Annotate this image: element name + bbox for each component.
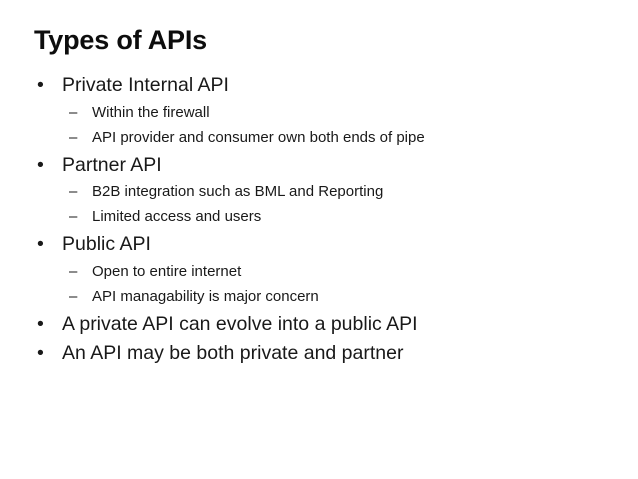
list-item: • Private Internal API bbox=[0, 72, 620, 100]
bullet-dot-icon: • bbox=[37, 342, 44, 364]
list-item: • A private API can evolve into a public… bbox=[0, 311, 620, 339]
list-item-label: An API may be both private and partner bbox=[62, 342, 404, 364]
bullet-group: • Public API – Open to entire internet –… bbox=[0, 231, 620, 309]
bullet-dot-icon: • bbox=[37, 233, 44, 255]
list-item: – API provider and consumer own both end… bbox=[0, 125, 620, 150]
bullet-dash-icon: – bbox=[69, 262, 78, 280]
bullet-group: • Private Internal API – Within the fire… bbox=[0, 72, 620, 150]
list-item: • Public API bbox=[0, 231, 620, 259]
list-item: • Partner API bbox=[0, 152, 620, 180]
list-item: – Open to entire internet bbox=[0, 259, 620, 284]
bullet-group: • An API may be both private and partner bbox=[0, 340, 620, 368]
list-item-label: API provider and consumer own both ends … bbox=[92, 128, 425, 146]
list-item: – Limited access and users bbox=[0, 204, 620, 229]
list-item: • An API may be both private and partner bbox=[0, 340, 620, 368]
bullet-dot-icon: • bbox=[37, 312, 44, 335]
list-item-label: Within the firewall bbox=[92, 103, 210, 121]
list-item: – B2B integration such as BML and Report… bbox=[0, 179, 620, 204]
list-item-label: Private Internal API bbox=[62, 74, 229, 96]
bullet-dash-icon: – bbox=[69, 128, 78, 146]
list-item-label: A private API can evolve into a public A… bbox=[62, 312, 418, 335]
bullet-group: • Partner API – B2B integration such as … bbox=[0, 152, 620, 230]
list-item-label: B2B integration such as BML and Reportin… bbox=[92, 183, 384, 200]
bullet-dot-icon: • bbox=[37, 74, 44, 96]
list-item-label: Public API bbox=[62, 233, 151, 255]
bullet-dash-icon: – bbox=[69, 103, 78, 121]
list-item: – Within the firewall bbox=[0, 100, 620, 125]
bullet-group: • A private API can evolve into a public… bbox=[0, 311, 620, 339]
bullet-dash-icon: – bbox=[69, 183, 78, 200]
list-item-label: Limited access and users bbox=[92, 208, 262, 225]
list-item-label: Open to entire internet bbox=[92, 262, 242, 280]
slide-body-list: • Private Internal API – Within the fire… bbox=[0, 72, 620, 368]
list-item: – API managability is major concern bbox=[0, 284, 620, 309]
bullet-dash-icon: – bbox=[69, 208, 78, 225]
list-item-label: API managability is major concern bbox=[92, 287, 319, 305]
bullet-dot-icon: • bbox=[37, 153, 44, 176]
list-item-label: Partner API bbox=[62, 153, 162, 176]
bullet-dash-icon: – bbox=[69, 287, 78, 305]
page-title: Types of APIs bbox=[34, 25, 207, 55]
